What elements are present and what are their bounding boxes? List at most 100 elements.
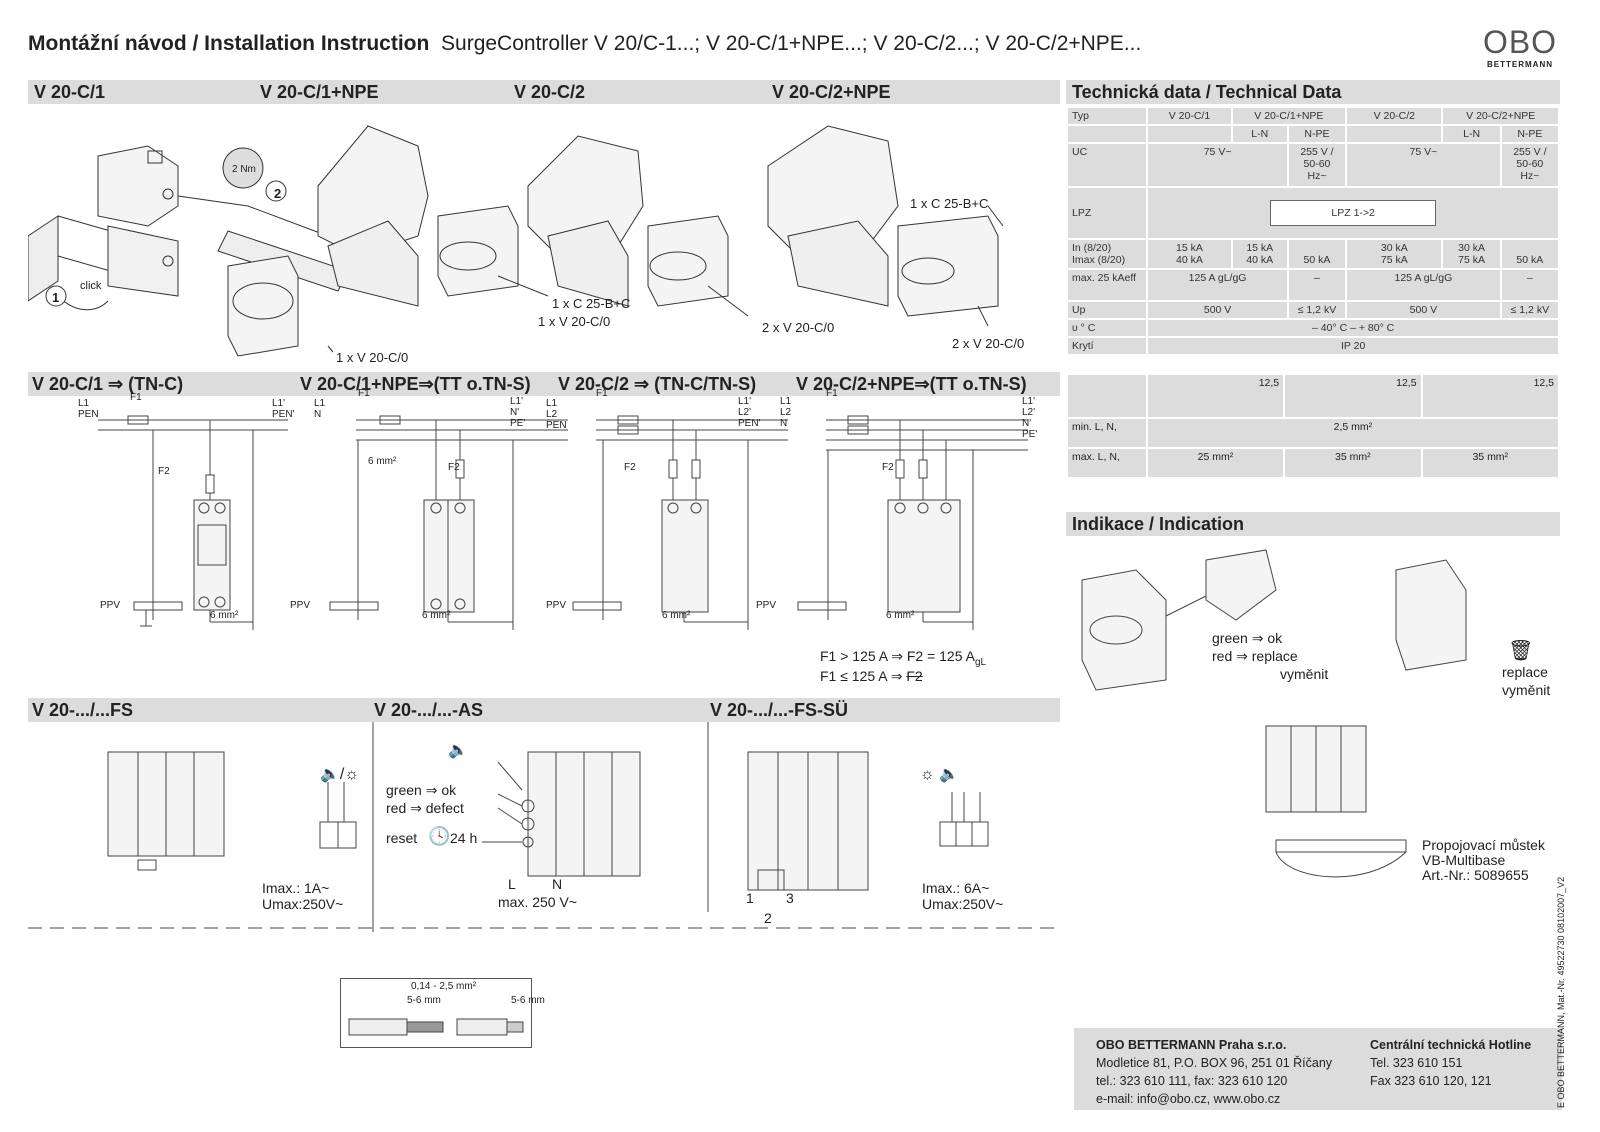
as-N: N (552, 876, 563, 892)
indication-illustrations (1081, 549, 1467, 878)
company-name: OBO BETTERMANN Praha s.r.o. (1096, 1038, 1287, 1052)
product-v20c2: V 20-C/2 (514, 82, 586, 102)
d2-6mm-top: 6 mm² (368, 456, 397, 467)
wiring-tt-tns-1: V 20-C/1+NPE⇒(TT o.TN-S) (300, 374, 531, 394)
label-2x-v20c0-b: 2 x V 20-C/0 (952, 336, 1025, 351)
company-tel: tel.: 323 610 111, fax: 323 610 120 (1096, 1074, 1288, 1088)
ind-vymenit-2: vyměnit (1502, 682, 1551, 698)
d3-6mm: 6 mm² (662, 610, 691, 621)
company-email[interactable]: e-mail: info@obo.cz, www.obo.cz (1096, 1092, 1281, 1106)
ind-red: red ⇒ replace (1212, 648, 1298, 664)
clock-icon: 🕓 (428, 826, 451, 846)
logo-text: OBO (1482, 24, 1558, 60)
variant-fs: V 20-.../...FS (32, 700, 134, 720)
hotline-tel: Tel. 323 610 151 (1370, 1056, 1463, 1070)
wiring-tt-tns-2: V 20-C/2+NPE⇒(TT o.TN-S) (796, 374, 1027, 394)
d1-lines-right: L1'PEN' (272, 398, 295, 420)
page-title: Montážní návod / Installation Instructio… (28, 32, 1258, 60)
as-reset: reset (386, 830, 418, 846)
d1-f1: F1 (130, 392, 142, 403)
footer-contact: OBO BETTERMANN Praha s.r.o. Modletice 81… (1074, 1028, 1562, 1110)
material-number: E OBO BETTERMANN, Mat.-Nr. 49522730 0810… (1556, 876, 1566, 1108)
company-address: Modletice 81, P.O. BOX 96, 251 01 Říčany (1096, 1056, 1333, 1070)
ind-replace: replace (1502, 664, 1548, 680)
trash-icon: 🗑 (1508, 640, 1534, 662)
step-1: 1 (52, 290, 60, 305)
fssu-t2: 2 (764, 910, 772, 926)
label-1x-v20c0-b: 1 x V 20-C/0 (538, 314, 611, 329)
label-1x-c25-b: 1 x C 25-B+C (910, 196, 989, 211)
d4-6mm: 6 mm² (886, 610, 915, 621)
as-reset-time: 24 h (450, 830, 478, 846)
fuse-rule-1: F1 > 125 A ⇒ F2 = 125 AgL (820, 648, 987, 668)
d1-6mm: 6 mm² (210, 610, 239, 621)
click-label: click (80, 280, 102, 292)
variant-fs-su: V 20-.../...-FS-SÜ (710, 700, 849, 720)
logo-subtext: BETTERMANN (1487, 60, 1553, 69)
d4-ppv: PPV (756, 600, 777, 611)
d1-f2: F2 (158, 466, 170, 477)
alarm-icon-2: ☼ 🔈 (920, 766, 960, 783)
indication-heading: Indikace / Indication (1066, 512, 1560, 536)
as-max: max. 250 V~ (498, 894, 577, 910)
d4-f1: F1 (826, 388, 838, 399)
fssu-t1: 1 (746, 890, 754, 906)
d2-6mm: 6 mm² (422, 610, 451, 621)
product-v20c1npe: V 20-C/1+NPE (260, 82, 379, 102)
speaker-icon: 🔈 (448, 742, 468, 759)
install-illustrations (28, 125, 1004, 357)
tech-heading: Technická data / Technical Data (1066, 80, 1560, 104)
label-1x-v20c0: 1 x V 20-C/0 (336, 350, 409, 365)
label-1x-c25: 1 x C 25-B+C (552, 296, 631, 311)
tech-table: Typ V 20-C/1 V 20-C/1+NPE V 20-C/2 V 20-… (1065, 106, 1561, 356)
d3-f1: F1 (596, 388, 608, 399)
variant-as: V 20-.../...-AS (374, 700, 484, 720)
d2-lines-right: L1'N'PE' (510, 396, 526, 429)
d3-ppv: PPV (546, 600, 567, 611)
wire-strip-2: 5-6 mm (511, 995, 545, 1006)
wiring-tnc-tns: V 20-C/2 ⇒ (TN-C/TN-S) (558, 374, 757, 394)
title-products: SurgeController V 20/C-1...; V 20-C/1+NP… (441, 32, 1142, 55)
d1-ppv: PPV (100, 600, 121, 611)
d2-f1: F1 (358, 388, 370, 399)
ind-green: green ⇒ ok (1212, 630, 1283, 646)
product-v20c2npe: V 20-C/2+NPE (772, 82, 891, 102)
fuse-rule-2: F1 ≤ 125 A ⇒ F2 (820, 668, 923, 684)
step-2: 2 (274, 186, 282, 201)
variant-illustrations (28, 722, 1060, 932)
wiring-diagrams (98, 415, 1028, 630)
wiring-bar: V 20-C/1 ⇒ (TN-C) V 20-C/1+NPE⇒(TT o.TN-… (28, 372, 1060, 396)
wiring-tnc: V 20-C/1 ⇒ (TN-C) (32, 374, 184, 394)
product-v20c1: V 20-C/1 (34, 82, 106, 102)
ind-vymenit: vyměnit (1280, 666, 1329, 682)
as-green: green ⇒ ok (386, 782, 457, 798)
d4-f2: F2 (882, 462, 894, 473)
as-L: L (508, 876, 516, 892)
d3-f2: F2 (624, 462, 636, 473)
hotline-title: Centrální technická Hotline (1370, 1038, 1532, 1052)
d4-lines-right: L1'L2'N'PE' (1022, 396, 1038, 440)
lpz-arrow: LPZ 1->2 (1270, 200, 1436, 226)
torque-label: 2 Nm (232, 164, 256, 175)
d2-ppv: PPV (290, 600, 311, 611)
product-bar: V 20-C/1 V 20-C/1+NPE V 20-C/2 V 20-C/2+… (28, 80, 1060, 104)
d2-f2: F2 (448, 462, 460, 473)
hotline-fax: Fax 323 610 120, 121 (1370, 1074, 1492, 1088)
wire-range: 0,14 - 2,5 mm² (411, 981, 477, 992)
wire-size-table: 12,5 12,5 12,5 min. L, N, 2,5 mm² max. L… (1066, 373, 1561, 479)
as-red: red ⇒ defect (386, 800, 464, 816)
fs-ratings: Imax.: 1A~Umax:250V~ (262, 880, 344, 912)
fssu-ratings: Imax.: 6A~Umax:250V~ (922, 880, 1004, 912)
alarm-icon: 🔈/☼ (320, 766, 360, 783)
fssu-t3: 3 (786, 890, 794, 906)
label-2x-v20c0: 2 x V 20-C/0 (762, 320, 835, 335)
wire-illustration (348, 1018, 524, 1036)
wire-spec-box: 0,14 - 2,5 mm² 5-6 mm 5-6 mm (340, 978, 545, 1048)
d3-lines-right: L1'L2'PEN' (738, 396, 761, 429)
variants-bar: V 20-.../...FS V 20-.../...-AS V 20-.../… (28, 698, 1060, 722)
